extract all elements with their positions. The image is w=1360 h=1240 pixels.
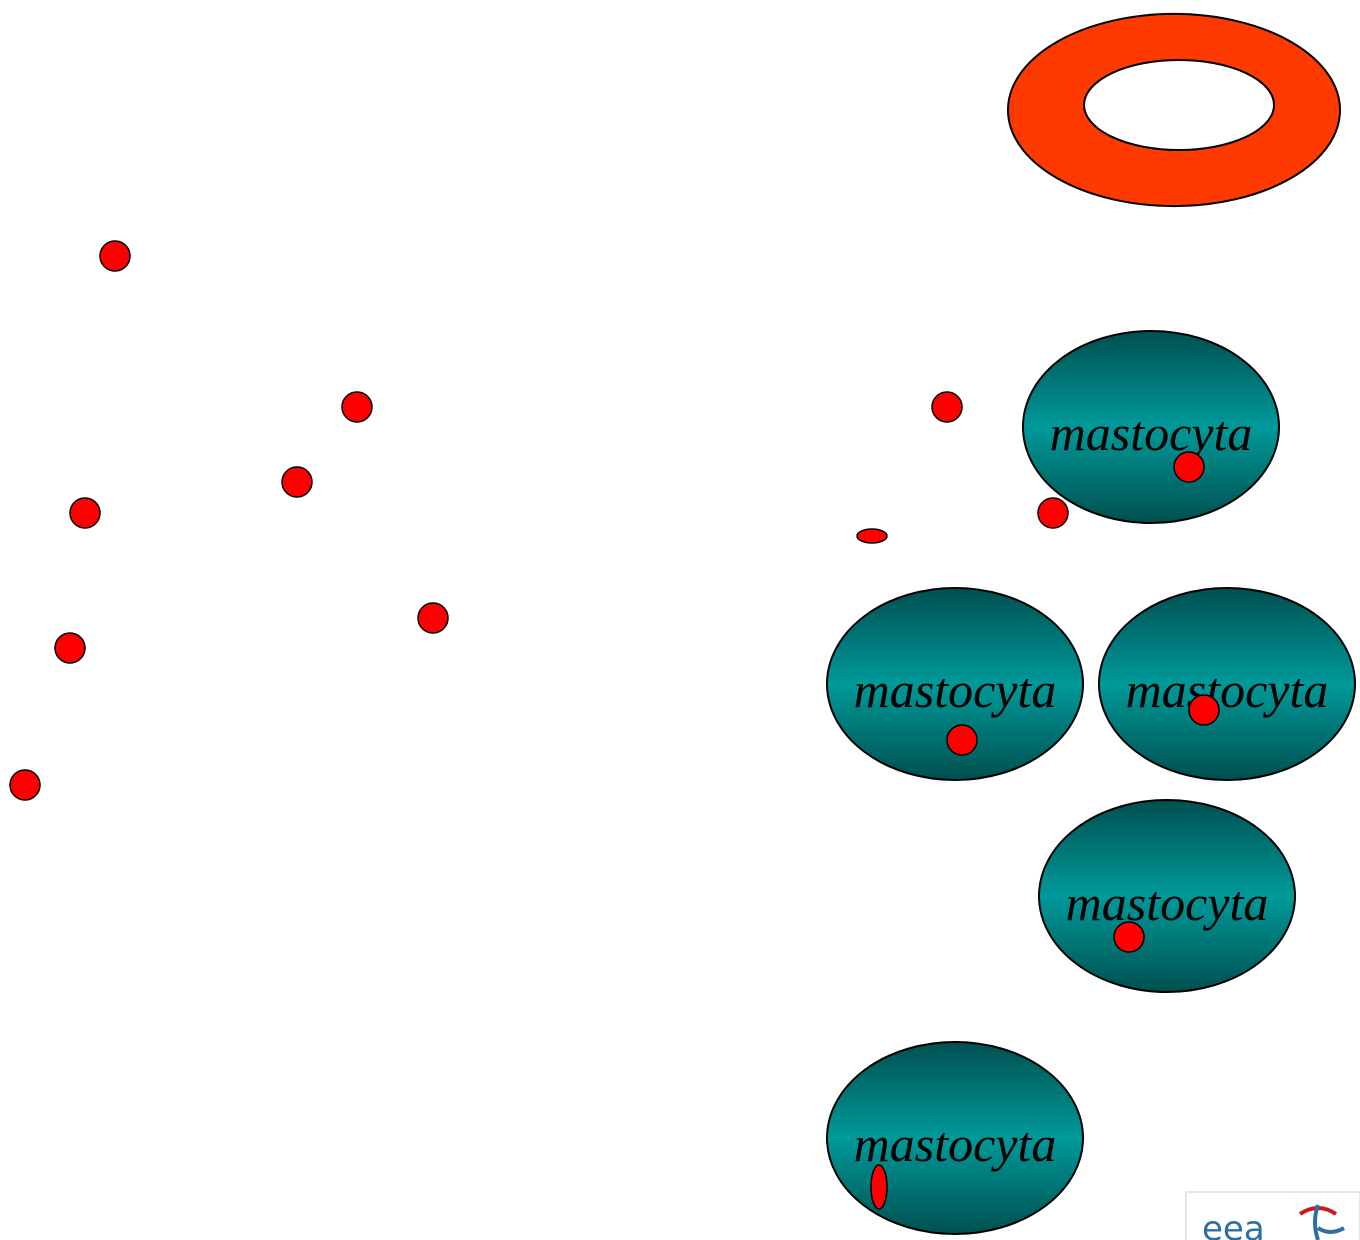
red-particle: [54, 632, 86, 664]
red-particle: [281, 466, 313, 498]
red-particle: [946, 724, 978, 756]
red-particle: [69, 497, 101, 529]
red-ring: [1006, 13, 1342, 207]
red-particle-elongated: [870, 1164, 888, 1210]
eea-logo-icon: [1298, 1204, 1345, 1240]
red-particle: [1188, 694, 1220, 726]
mast-cell-label: mastocyta: [854, 1116, 1057, 1172]
red-particle: [99, 240, 131, 272]
mast-cell-body: [826, 1041, 1084, 1235]
red-particle: [417, 602, 449, 634]
mast-cell-3: mastocyta: [1098, 587, 1356, 781]
mast-cell-label: mastocyta: [1066, 875, 1269, 931]
red-particle: [9, 769, 41, 801]
red-particle: [931, 391, 963, 423]
red-particle: [341, 391, 373, 423]
red-ring-shape: [1006, 13, 1342, 207]
eea-logo: eea: [1185, 1191, 1360, 1240]
mast-cell-4: mastocyta: [1038, 799, 1296, 993]
mast-cell-1: mastocyta: [1022, 330, 1280, 524]
mast-cell-body: [1038, 799, 1296, 993]
mast-cell-body: [826, 587, 1084, 781]
red-particle-flattened: [856, 528, 888, 544]
red-particle: [1173, 451, 1205, 483]
mast-cell-label: mastocyta: [1126, 662, 1329, 718]
mast-cell-label: mastocyta: [1050, 405, 1253, 461]
mast-cell-body: [1022, 330, 1280, 524]
mast-cell-body: [1098, 587, 1356, 781]
mast-cell-5: mastocyta: [826, 1041, 1084, 1235]
red-particle: [1113, 921, 1145, 953]
red-particle: [1037, 497, 1069, 529]
particles: [9, 240, 1220, 1210]
mast-cell-2: mastocyta: [826, 587, 1084, 781]
logo-text: eea: [1202, 1209, 1265, 1240]
mast-cell-label: mastocyta: [854, 662, 1057, 718]
